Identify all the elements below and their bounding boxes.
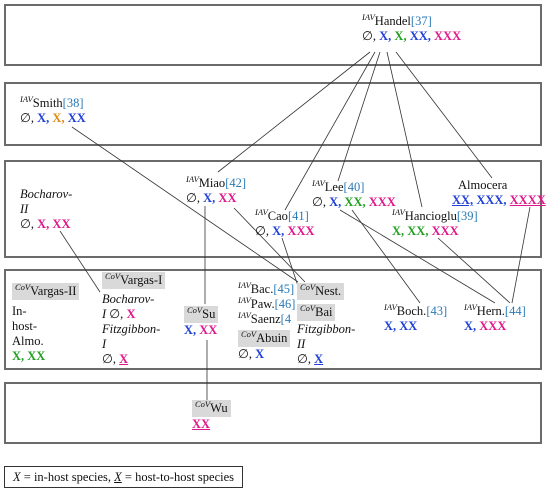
node-hancioglu-species: X, XX, XXX <box>392 224 459 238</box>
node-handel-ref[interactable]: [37] <box>410 14 432 28</box>
node-lee-ref[interactable]: [40] <box>343 180 365 194</box>
node-vargas1: CoVVargas-I <box>102 272 166 289</box>
node-cao: IAVCao[41] ∅, X, XXX <box>255 206 315 238</box>
node-smith-ref[interactable]: [38] <box>62 96 84 110</box>
node-miao-ref[interactable]: [42] <box>225 176 247 190</box>
node-smith-species: ∅, X, X, XX <box>20 111 86 125</box>
node-bocharov1: Bocharov- I ∅, X <box>102 292 155 321</box>
node-wu-species: XX <box>192 417 211 431</box>
node-hern: IAVHern.[44] X, XXX <box>464 301 526 333</box>
node-inhost-almo: In- host- Almo. X, XX <box>12 304 46 363</box>
node-bocharov2: Bocharov- II ∅, X, XX <box>20 187 73 231</box>
node-wu: CoVWu XX <box>192 400 231 432</box>
node-lee-species: ∅, X, XX, XXX <box>312 195 396 209</box>
node-fitz2: Fitzgibbon- II ∅, X <box>297 322 356 366</box>
legend: X = in-host species, X = host-to-host sp… <box>4 466 244 488</box>
node-bai: CoVBai <box>297 304 336 321</box>
node-boch: IAVBoch.[43] X, XX <box>384 301 448 333</box>
node-boch-species: X, XX <box>384 319 418 333</box>
node-cao-species: ∅, X, XXX <box>255 224 315 238</box>
node-lee: IAVLee[40] ∅, X, XX, XXX <box>312 177 396 209</box>
node-saenz: IAVSaenz[4 <box>238 309 292 326</box>
legend-in-host-text: = in-host species, <box>20 470 115 484</box>
node-hancioglu: IAVHancioglu[39] X, XX, XXX <box>392 206 478 238</box>
node-almocera-species: XX, XXX, XXXX <box>452 193 546 207</box>
node-handel: IAVHandel[37] ∅, X, X, XX, XXX <box>362 11 462 43</box>
node-handel-name: Handel <box>374 14 411 28</box>
node-handel-species: ∅, X, X, XX, XXX <box>362 29 462 43</box>
node-abuin-species: ∅, X <box>238 347 265 361</box>
node-vargas2: CoVVargas-II <box>12 283 80 300</box>
node-su-species: X, XX <box>184 323 218 337</box>
node-cao-ref[interactable]: [41] <box>287 209 309 223</box>
node-smith-name: Smith <box>32 96 63 110</box>
tier-1 <box>4 4 542 66</box>
node-miao: IAVMiao[42] ∅, X, XX <box>186 173 247 205</box>
node-nest: CoVNest. <box>297 283 345 300</box>
legend-host-to-host-text: = host-to-host species <box>121 470 235 484</box>
node-abuin: CoVAbuin ∅, X <box>238 330 291 362</box>
node-inhost-species: X, XX <box>12 349 46 363</box>
node-hern-species: X, XXX <box>464 319 507 333</box>
node-almocera: Almocera XX, XXX, XXXX <box>452 178 546 207</box>
legend-x: X <box>13 470 21 484</box>
node-fitz1: Fitzgibbon- I ∅, X <box>102 322 161 366</box>
legend-x-underlined: X <box>114 470 122 484</box>
node-su: CoVSu X, XX <box>184 304 219 337</box>
node-miao-species: ∅, X, XX <box>186 191 237 205</box>
tier-5 <box>4 382 542 444</box>
node-smith: IAVSmith[38] ∅, X, X, XX <box>20 93 86 125</box>
node-bac: IAVBac.[45] <box>238 279 295 296</box>
node-bocharov2-species: ∅, X, XX <box>20 217 71 231</box>
node-hancioglu-ref[interactable]: [39] <box>456 209 478 223</box>
node-paw: IAVPaw.[46] <box>238 294 296 311</box>
